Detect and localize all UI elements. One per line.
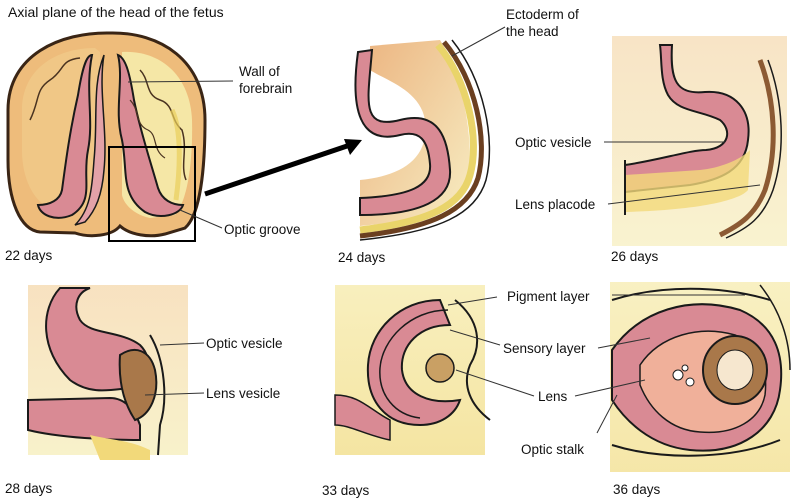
panel-24-days	[355, 40, 489, 240]
label-wall-forebrain: Wall of forebrain	[239, 63, 292, 97]
label-optic-stalk: Optic stalk	[521, 441, 584, 458]
panel-36-days	[610, 282, 790, 472]
label-lens-vesicle: Lens vesicle	[206, 385, 280, 402]
stage-36-days: 36 days	[613, 481, 660, 498]
stage-26-days: 26 days	[611, 248, 658, 265]
label-ectoderm: Ectoderm of the head	[506, 6, 579, 40]
label-optic-vesicle-28: Optic vesicle	[206, 335, 283, 352]
panel-28-days	[28, 285, 188, 460]
label-pigment-layer: Pigment layer	[507, 288, 590, 305]
label-lens: Lens	[538, 388, 567, 405]
label-optic-vesicle-26: Optic vesicle	[515, 134, 592, 151]
stage-28-days: 28 days	[5, 480, 52, 497]
panel-22-days	[8, 33, 205, 241]
panel-26-days	[612, 36, 787, 246]
figure-title: Axial plane of the head of the fetus	[8, 4, 224, 21]
label-sensory-layer: Sensory layer	[503, 340, 586, 357]
stage-24-days: 24 days	[338, 249, 385, 266]
pointer-ectoderm	[452, 27, 505, 56]
label-optic-groove: Optic groove	[224, 221, 301, 238]
stage-22-days: 22 days	[5, 247, 52, 264]
magnify-arrow	[205, 139, 362, 194]
stage-33-days: 33 days	[322, 482, 369, 499]
panel-33-days	[335, 285, 490, 455]
label-lens-placode: Lens placode	[515, 196, 595, 213]
